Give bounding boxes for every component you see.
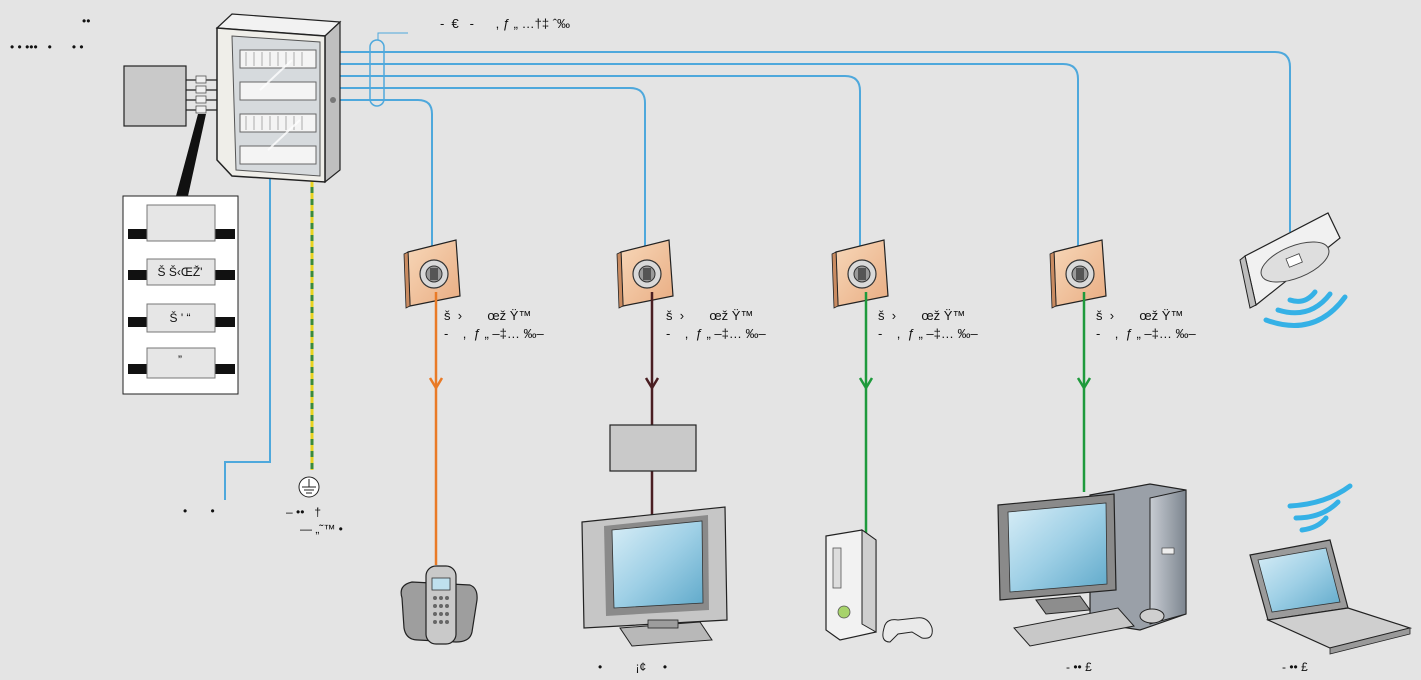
- ground-cable: [298, 175, 320, 498]
- outlet-4-label-2: - , ƒ „ –‡… ‰–: [1096, 326, 1196, 341]
- cordless-phone-icon: [400, 565, 478, 645]
- network-cable-5: [340, 51, 1291, 232]
- laptop-label: - •• £: [1282, 660, 1308, 674]
- outlet-1-label-2: - , ƒ „ –‡… ‰–: [444, 326, 544, 341]
- distribution-panel-icon: [215, 13, 342, 184]
- network-cables: [224, 32, 1291, 500]
- network-cable-1: [340, 99, 433, 255]
- cable-leader-line: [377, 32, 408, 40]
- rj45-outlet-icon: [616, 239, 674, 309]
- wifi-signal-icon: [1287, 483, 1353, 533]
- panel-row-label-4: ”: [178, 353, 182, 367]
- outlet-2-label-2: - , ƒ „ –‡… ‰–: [666, 326, 766, 341]
- ground-label-2: — „˜™ •: [300, 522, 343, 536]
- outlet-3-label-2: - , ƒ „ –‡… ‰–: [878, 326, 978, 341]
- rj45-outlet-icon: [1049, 239, 1107, 309]
- cable-entry-label: • •: [183, 504, 215, 518]
- tv-label: • ¡¢ •: [598, 660, 668, 674]
- top-left-label-2: • • ••• • • •: [10, 40, 84, 54]
- top-left-label-1: ••: [82, 14, 91, 28]
- tv-decoder-box: [609, 424, 697, 472]
- pc-cable-arrow: [1076, 377, 1092, 391]
- game-console-icon: [825, 529, 933, 643]
- outlet-4-label-1: š › œž Ÿ™: [1096, 308, 1184, 323]
- cable-bundle-marker: [369, 39, 385, 107]
- outlet-3-label-1: š › œž Ÿ™: [878, 308, 966, 323]
- cable-label: - € - , ƒ „ …†‡ ˆ‰: [440, 16, 571, 31]
- ground-symbol-icon: [298, 476, 320, 498]
- ground-label-1: – •• †: [286, 505, 322, 519]
- panel-row-label-2: Š Š‹ŒŽ': [157, 265, 203, 279]
- tv-cable-arrow: [644, 377, 660, 391]
- television-icon: [581, 506, 728, 647]
- rj45-outlet-icon: [831, 239, 889, 309]
- connection-box: [123, 65, 217, 196]
- phone-cable-arrow: [428, 377, 444, 391]
- wifi-access-point-icon: [1239, 212, 1341, 309]
- network-cable-4: [340, 63, 1079, 255]
- network-cable-2: [340, 87, 646, 255]
- panel-row-label-3: Š ' “: [169, 311, 191, 325]
- laptop-icon: [1249, 539, 1413, 655]
- console-cable-arrow: [858, 377, 874, 391]
- network-cable-3: [340, 75, 861, 255]
- wifi-signal-icon: [1263, 289, 1348, 328]
- rj45-outlet-icon: [403, 239, 461, 309]
- network-cable-entry: [224, 175, 271, 500]
- outlet-2-label-1: š › œž Ÿ™: [666, 308, 754, 323]
- device-cables: [428, 292, 1092, 565]
- module-detail-panel: [122, 195, 239, 395]
- pc-label: - •• £: [1066, 660, 1092, 674]
- outlet-1-label-1: š › œž Ÿ™: [444, 308, 532, 323]
- desktop-computer-icon: [997, 483, 1187, 647]
